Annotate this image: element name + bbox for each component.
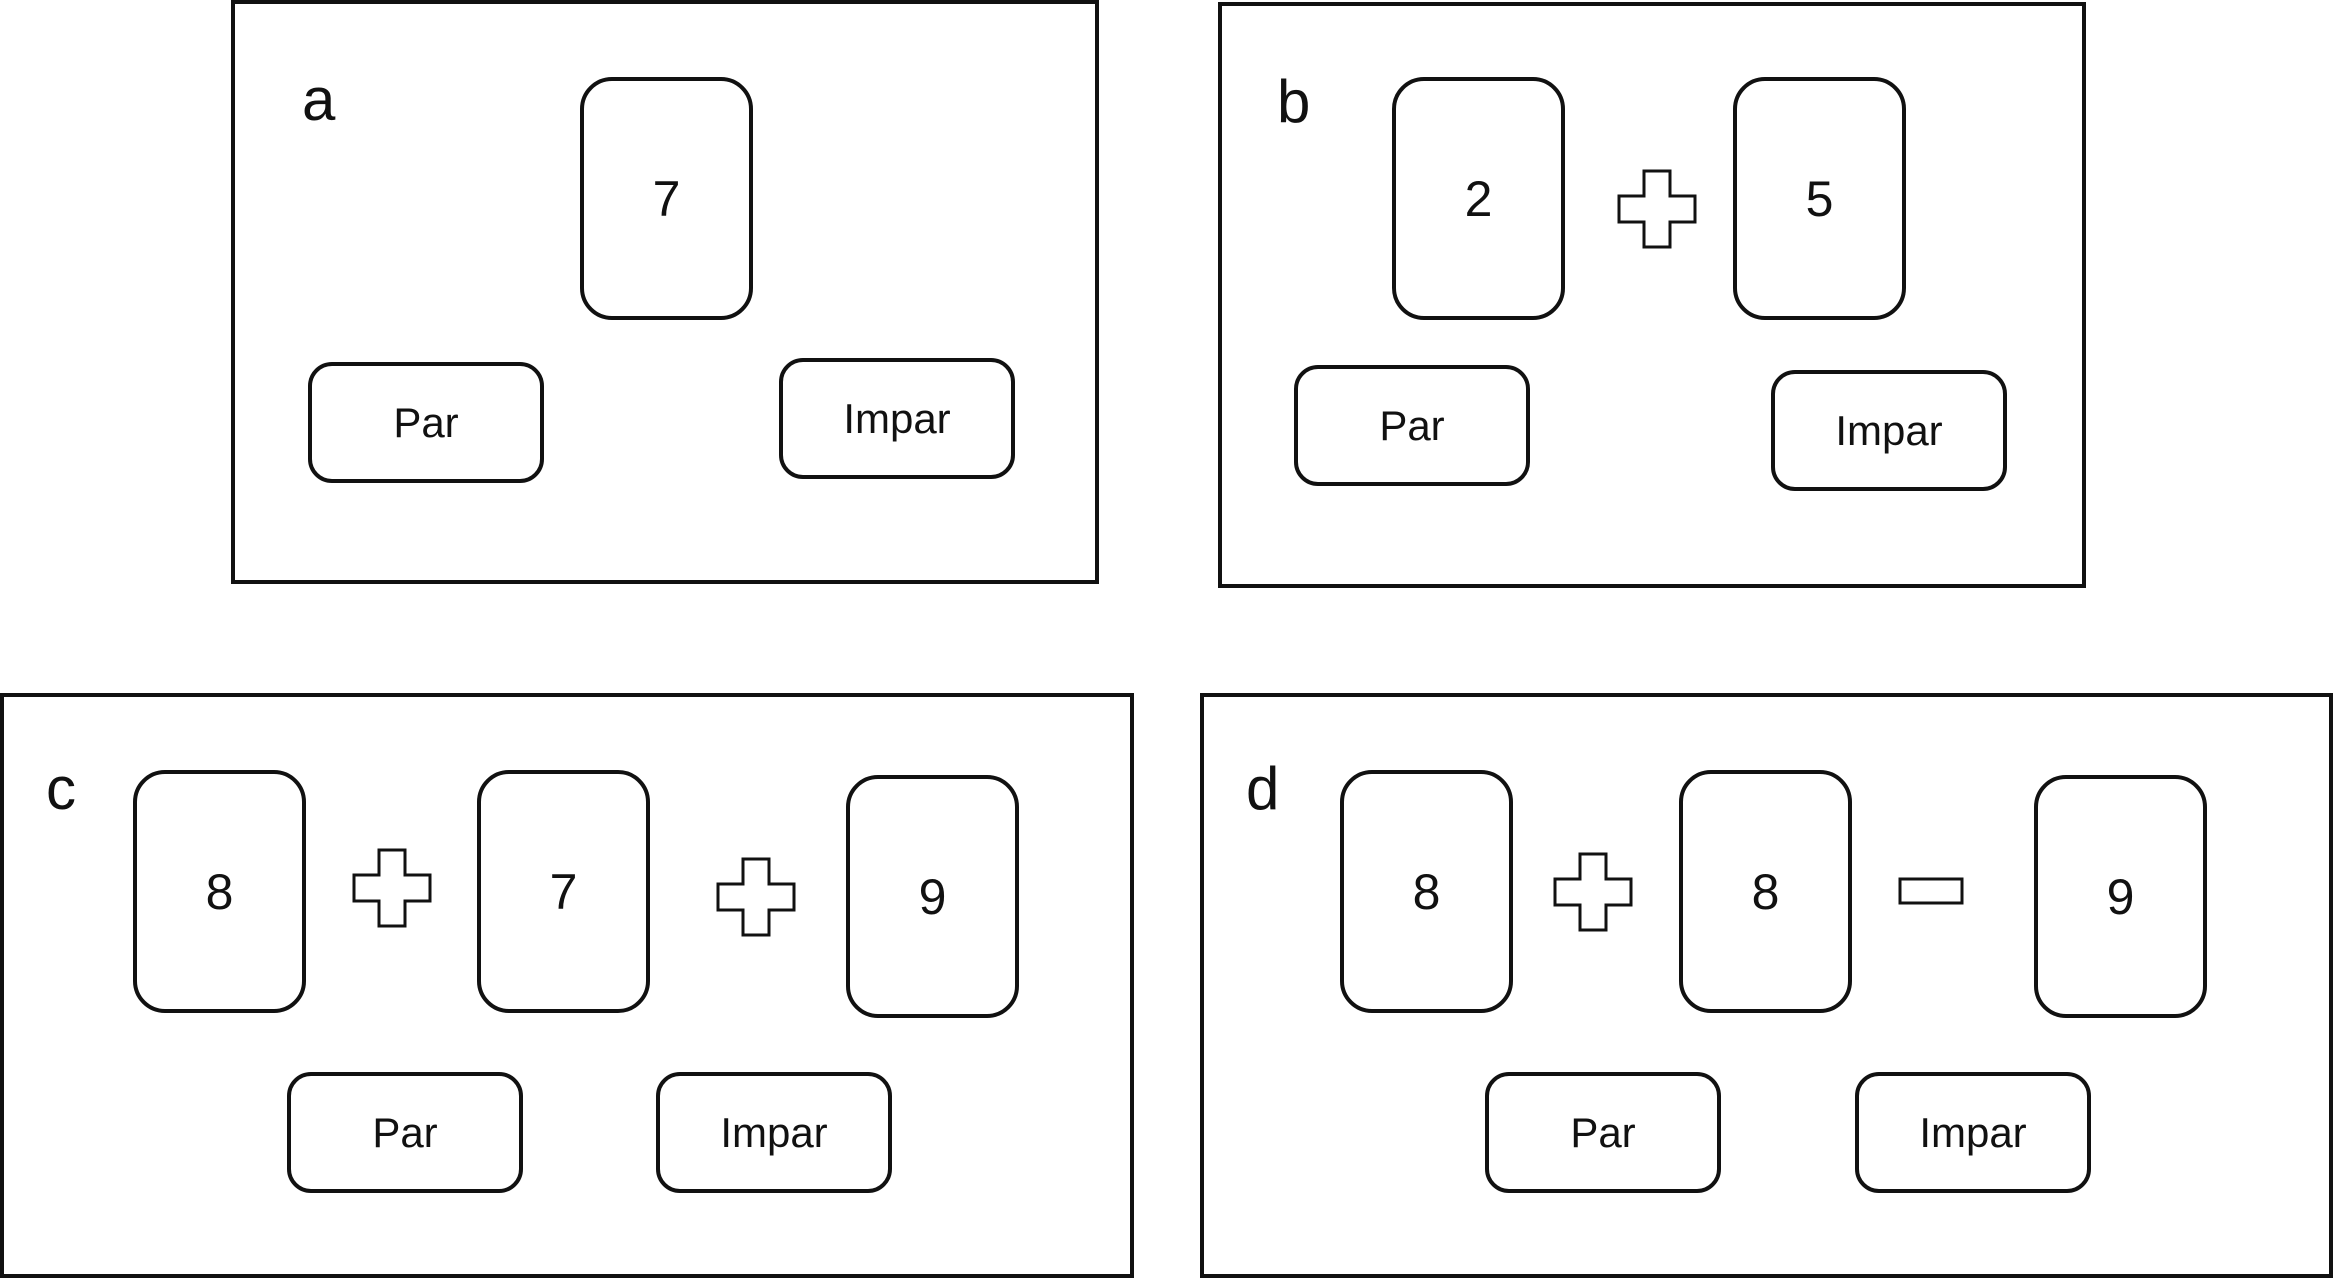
even-button[interactable]: Par [308, 362, 544, 483]
panel-d: d 8 8 9 Par Impar [1200, 693, 2333, 1278]
number-card: 7 [580, 77, 753, 320]
panel-label: d [1246, 755, 1280, 822]
even-button[interactable]: Par [1294, 365, 1530, 486]
panel-label: a [302, 66, 336, 133]
panel-c: c 8 7 9 Par Impar [0, 693, 1134, 1278]
plus-icon [1553, 852, 1633, 932]
odd-button[interactable]: Impar [779, 358, 1015, 479]
panel-a: a 7 Par Impar [231, 0, 1099, 584]
plus-icon [716, 857, 796, 937]
panel-label: c [46, 755, 76, 822]
number-card: 8 [1340, 770, 1513, 1013]
even-button[interactable]: Par [287, 1072, 523, 1193]
odd-button[interactable]: Impar [1771, 370, 2007, 491]
number-card: 8 [1679, 770, 1852, 1013]
panel-b: b 2 5 Par Impar [1218, 2, 2086, 588]
odd-button[interactable]: Impar [1855, 1072, 2091, 1193]
number-card: 5 [1733, 77, 1906, 320]
plus-icon [1617, 169, 1697, 249]
minus-icon [1898, 877, 1964, 905]
panel-label: b [1277, 68, 1311, 135]
number-card: 7 [477, 770, 650, 1013]
number-card: 8 [133, 770, 306, 1013]
even-button[interactable]: Par [1485, 1072, 1721, 1193]
plus-icon [352, 848, 432, 928]
number-card: 2 [1392, 77, 1565, 320]
number-card: 9 [846, 775, 1019, 1018]
number-card: 9 [2034, 775, 2207, 1018]
odd-button[interactable]: Impar [656, 1072, 892, 1193]
